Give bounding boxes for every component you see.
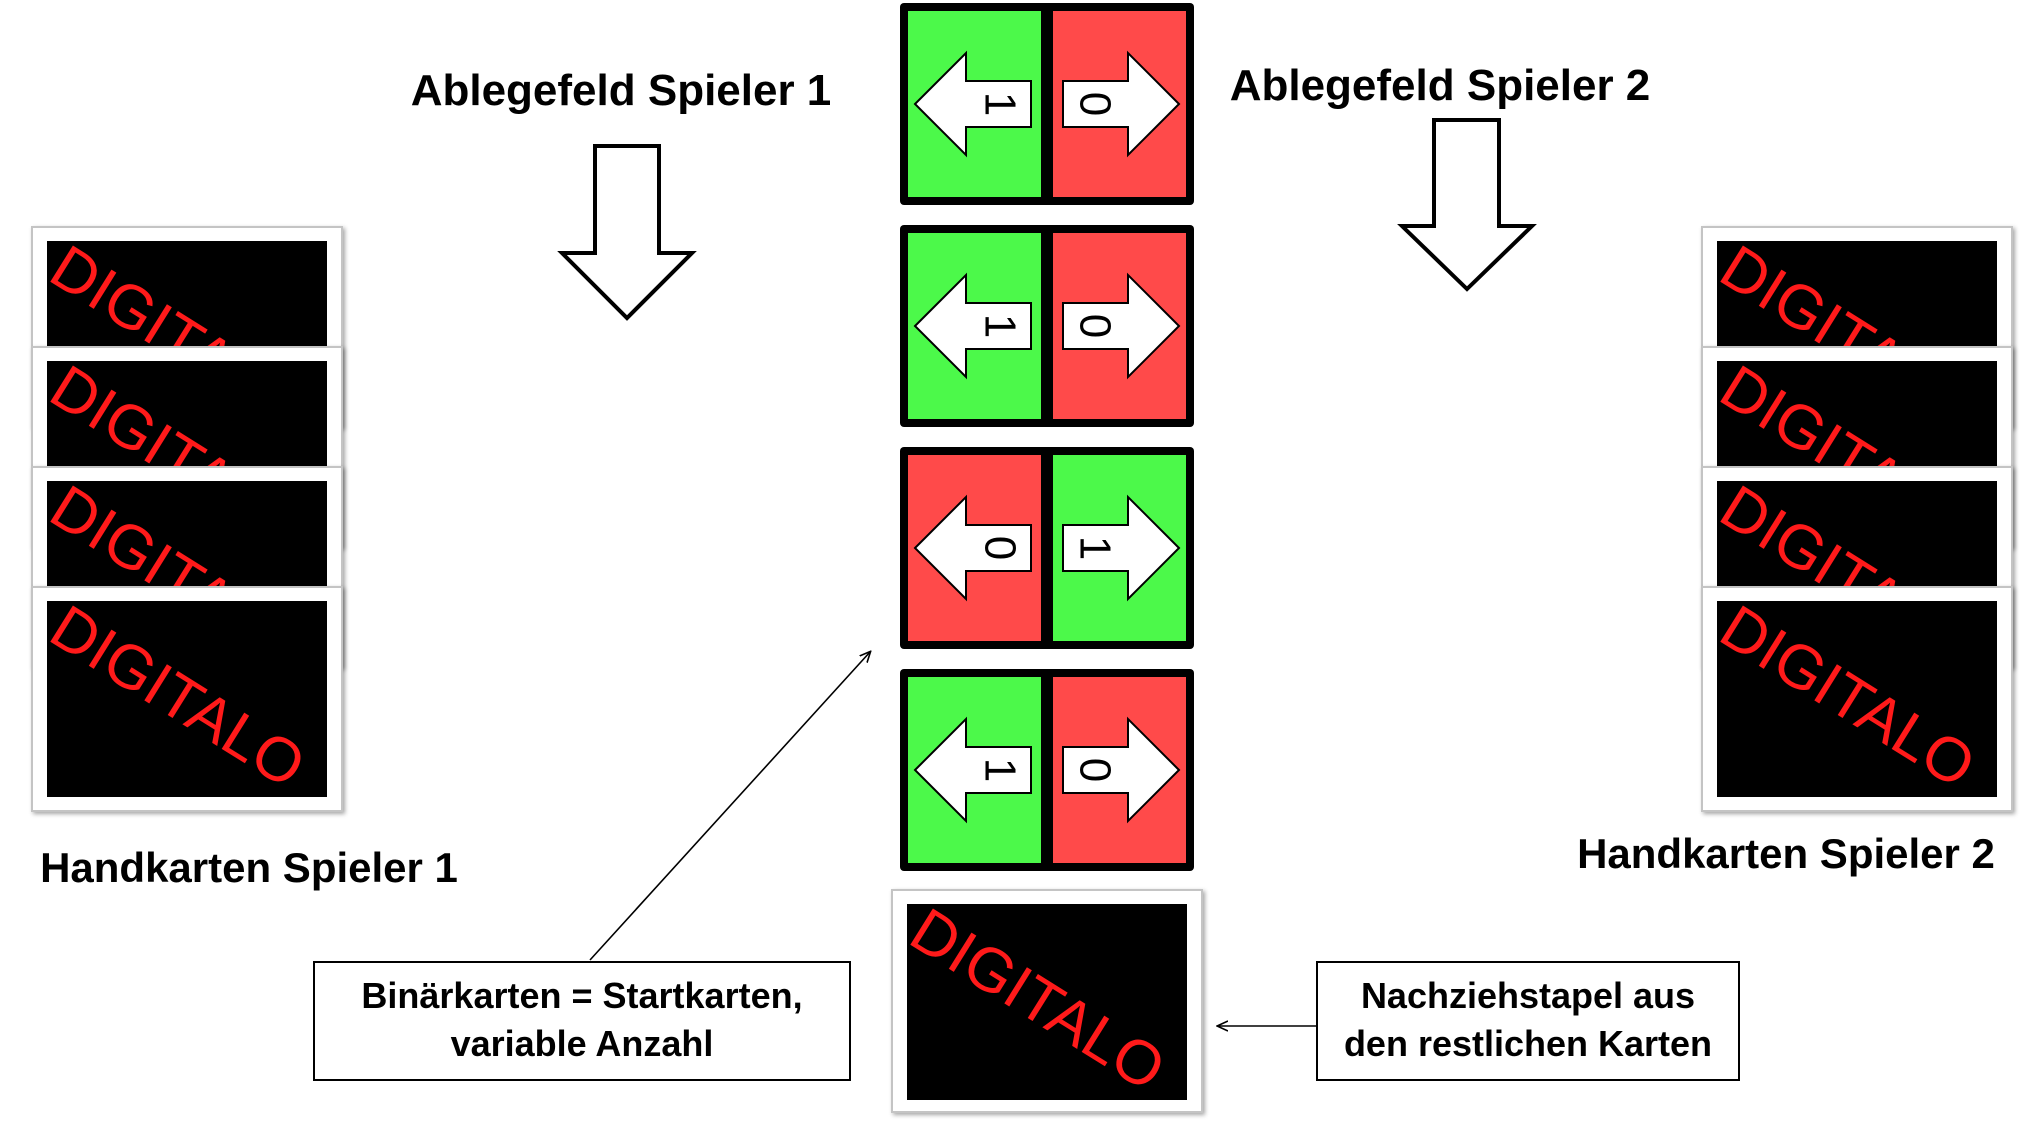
callout-draw-pile-line2: den restlichen Karten (1344, 1023, 1712, 1064)
binary-card-right-digit: 1 (1071, 536, 1120, 560)
binary-card-left-digit: 0 (976, 536, 1025, 560)
callout-draw-pile: Nachziehstapel aus den restlichen Karten (1316, 961, 1740, 1081)
binary-card-right-digit: 0 (1071, 758, 1120, 782)
arrow-right-icon (1062, 272, 1181, 380)
hand-card-player1: DIGITALO (31, 586, 343, 812)
arrow-right-icon (1062, 50, 1181, 158)
callout-start-cards: Binärkarten = Startkarten, variable Anza… (313, 961, 851, 1081)
arrow-left-icon (913, 494, 1032, 602)
pointer-arrow-start-cards (589, 652, 870, 961)
label-player1-hand: Handkarten Spieler 1 (40, 844, 458, 891)
arrow-right-icon (1062, 716, 1181, 824)
callout-start-cards-line2: variable Anzahl (451, 1023, 714, 1064)
arrow-left-icon (913, 716, 1032, 824)
hand-cards-player1: DIGITALO DIGITALO DIGITALO DIGITALO (31, 226, 343, 812)
hand-cards-player2: DIGITALO DIGITALO DIGITALO DIGITALO (1701, 226, 2013, 812)
callout-start-cards-line1: Binärkarten = Startkarten, (361, 975, 802, 1016)
binary-card-right-digit: 0 (1071, 92, 1120, 116)
callout-draw-pile-line1: Nachziehstapel aus (1361, 975, 1695, 1016)
draw-pile-card: DIGITALO (891, 889, 1203, 1113)
label-player2-hand: Handkarten Spieler 2 (1577, 830, 1995, 877)
down-arrow-icon (1397, 118, 1537, 292)
binary-card-right-digit: 0 (1071, 314, 1120, 338)
arrow-left-icon (913, 50, 1032, 158)
label-player2-discard: Ablegefeld Spieler 2 (1230, 61, 1651, 110)
hand-card-player2: DIGITALO (1701, 586, 2013, 812)
arrow-left-icon (913, 272, 1032, 380)
label-player1-discard: Ablegefeld Spieler 1 (411, 66, 832, 115)
down-arrow-icon (557, 144, 697, 321)
binary-card-left-digit: 1 (976, 314, 1025, 338)
arrow-right-icon (1062, 494, 1181, 602)
binary-card-left-digit: 1 (976, 92, 1025, 116)
binary-card-left-digit: 1 (976, 758, 1025, 782)
